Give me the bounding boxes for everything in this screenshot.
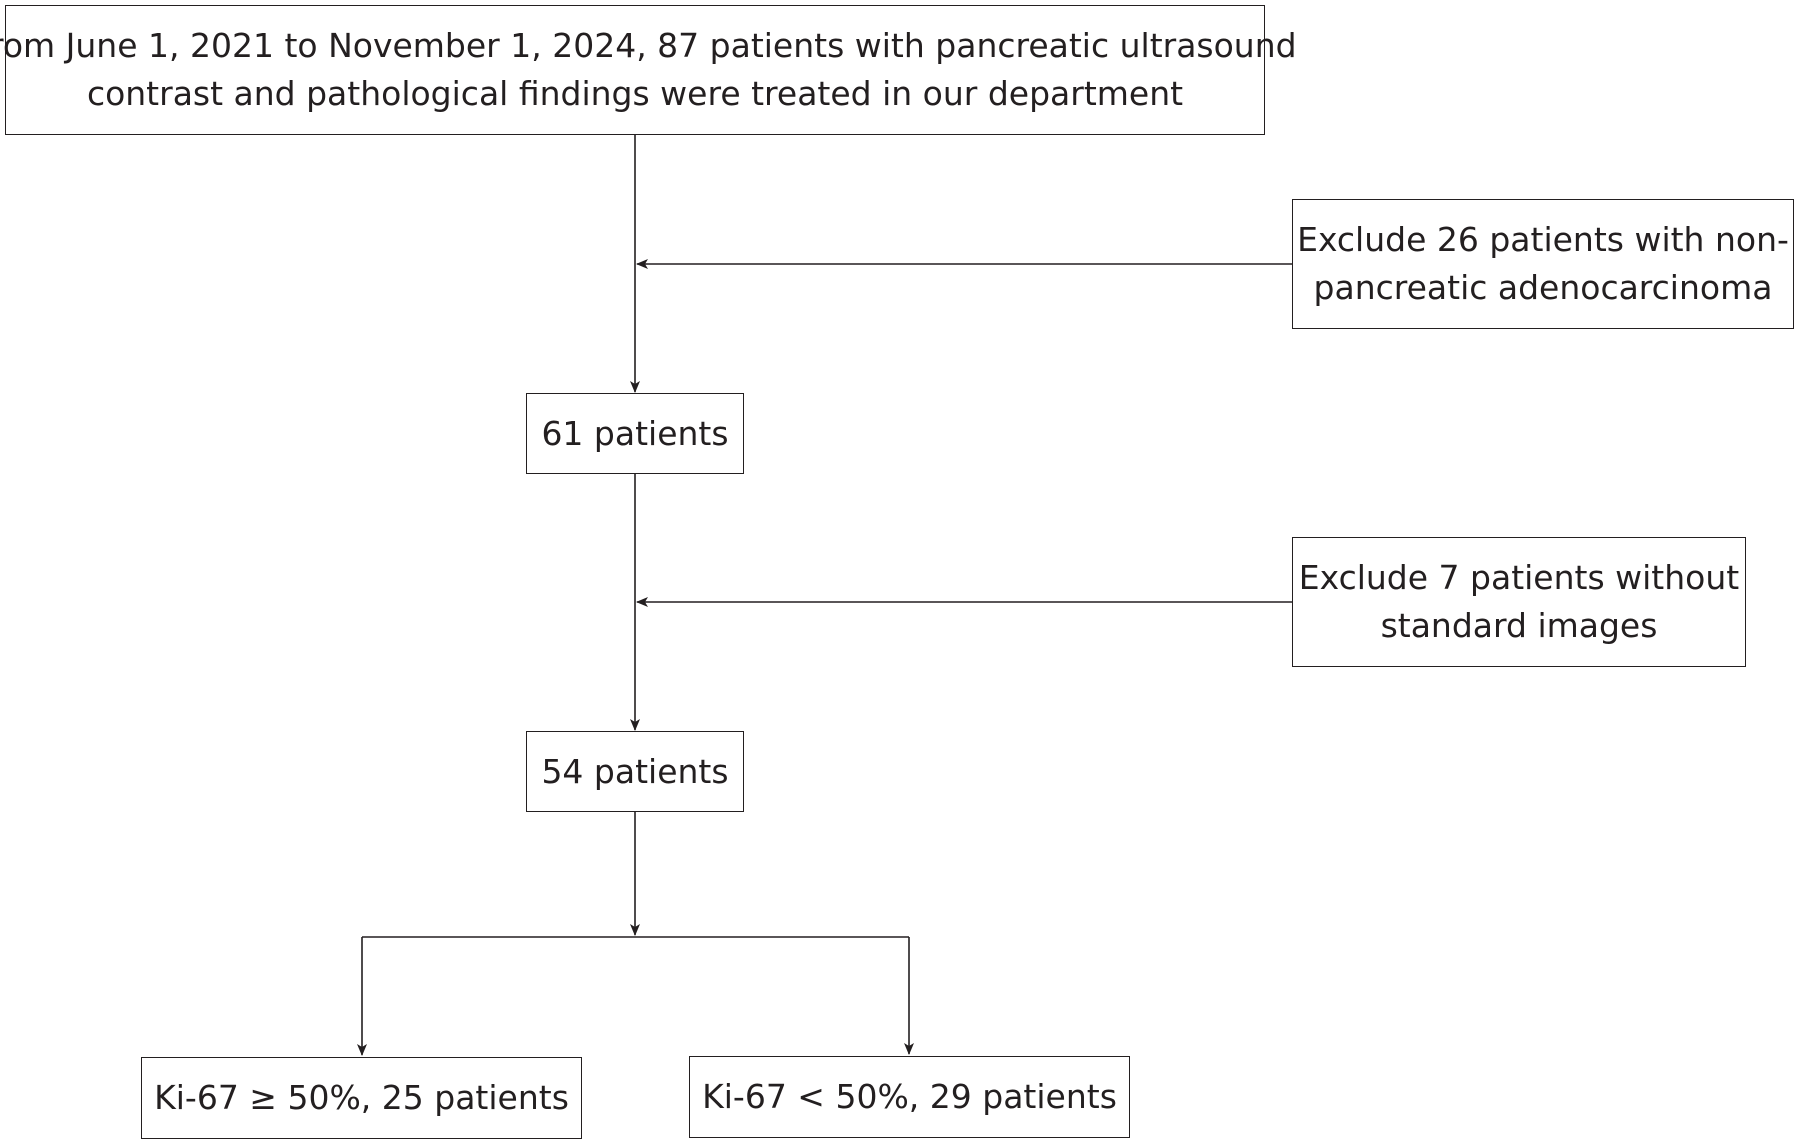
exclusion-box-1-line2: pancreatic adenocarcinoma [1313, 268, 1773, 307]
group-box-ki67-low-label: Ki-67 < 50%, 29 patients [702, 1077, 1117, 1116]
step-box-61-patients: 61 patients [526, 393, 744, 474]
step-box-54-patients-label: 54 patients [541, 751, 729, 791]
exclusion-box-2-line1: Exclude 7 patients without [1298, 558, 1740, 597]
exclusion-box-2-line2: standard images [1380, 606, 1658, 645]
exclusion-box-2: Exclude 7 patients without standard imag… [1292, 537, 1746, 667]
exclusion-box-1-line1: Exclude 26 patients with non- [1297, 220, 1789, 259]
start-box-line2: contrast and pathological findings were … [86, 74, 1184, 113]
step-box-61-patients-label: 61 patients [541, 413, 729, 453]
start-box: From June 1, 2021 to November 1, 2024, 8… [0, 5, 1297, 135]
start-box-line1: From June 1, 2021 to November 1, 2024, 8… [0, 26, 1297, 65]
group-box-ki67-high-label: Ki-67 ≥ 50%, 25 patients [154, 1078, 569, 1117]
step-box-54-patients: 54 patients [526, 731, 744, 812]
exclusion-box-1: Exclude 26 patients with non- pancreatic… [1292, 199, 1794, 329]
group-box-ki67-high: Ki-67 ≥ 50%, 25 patients [141, 1057, 582, 1139]
group-box-ki67-low: Ki-67 < 50%, 29 patients [689, 1056, 1130, 1138]
